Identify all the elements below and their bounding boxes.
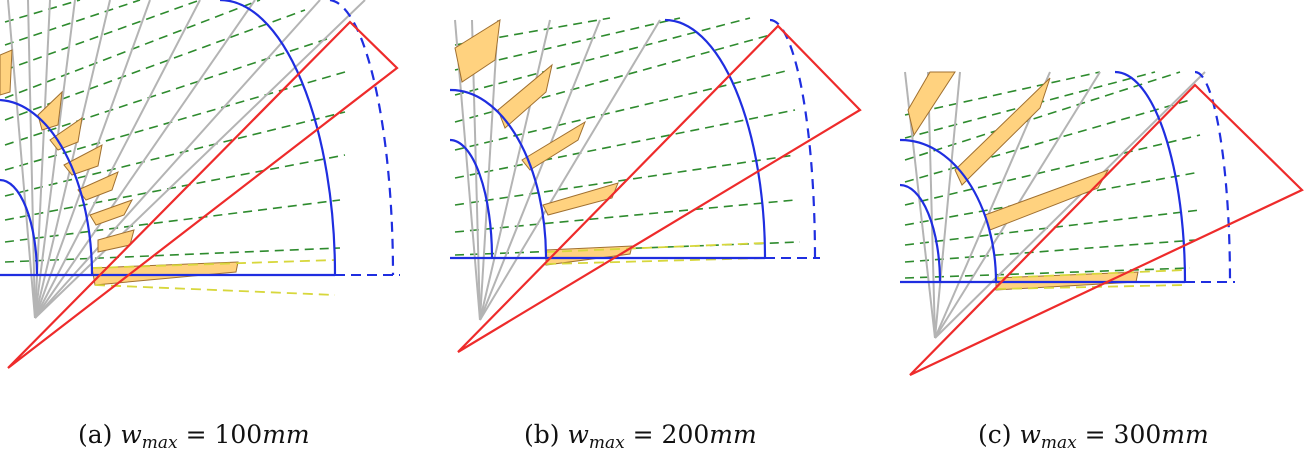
blue-arcs bbox=[0, 0, 395, 276]
diagram-b bbox=[450, 17, 862, 353]
green-dashed-rays bbox=[904, 71, 1201, 279]
caption-b: (b) wmax = 200mm bbox=[524, 420, 757, 453]
caption-a-unit: mm bbox=[262, 420, 310, 449]
orange-wedges bbox=[454, 19, 633, 266]
red-triangle bbox=[909, 83, 1304, 376]
diagram-c bbox=[900, 70, 1304, 376]
blue-arcs bbox=[450, 18, 817, 259]
caption-b-unit: mm bbox=[709, 420, 757, 449]
caption-a-eq: = 100 bbox=[177, 420, 263, 449]
caption-b-prefix: (b) bbox=[524, 420, 560, 449]
caption-a-var: w bbox=[120, 420, 142, 449]
caption-c-eq: = 300 bbox=[1076, 420, 1162, 449]
caption-a-prefix: (a) bbox=[78, 420, 113, 449]
caption-c-var: w bbox=[1019, 420, 1041, 449]
caption-c-unit: mm bbox=[1161, 420, 1209, 449]
caption-c: (c) wmax = 300mm bbox=[978, 420, 1209, 453]
caption-a-sub: max bbox=[141, 433, 178, 453]
red-triangle bbox=[457, 24, 862, 353]
panel-c bbox=[900, 0, 1307, 400]
caption-c-prefix: (c) bbox=[978, 420, 1012, 449]
orange-wedges bbox=[0, 49, 239, 286]
diagram-a bbox=[0, 0, 400, 369]
panel-a bbox=[0, 0, 410, 400]
green-dashed-rays bbox=[4, 0, 346, 263]
yellow-dashed-lines bbox=[91, 259, 336, 296]
caption-a: (a) wmax = 100mm bbox=[78, 420, 310, 453]
gray-rays bbox=[7, 0, 366, 319]
caption-b-sub: max bbox=[588, 433, 625, 453]
caption-b-eq: = 200 bbox=[624, 420, 710, 449]
caption-b-var: w bbox=[567, 420, 589, 449]
red-triangle bbox=[7, 20, 399, 369]
panel-b bbox=[450, 0, 870, 400]
caption-c-sub: max bbox=[1040, 433, 1077, 453]
blue-arcs bbox=[900, 70, 1232, 283]
green-dashed-rays bbox=[454, 17, 801, 256]
